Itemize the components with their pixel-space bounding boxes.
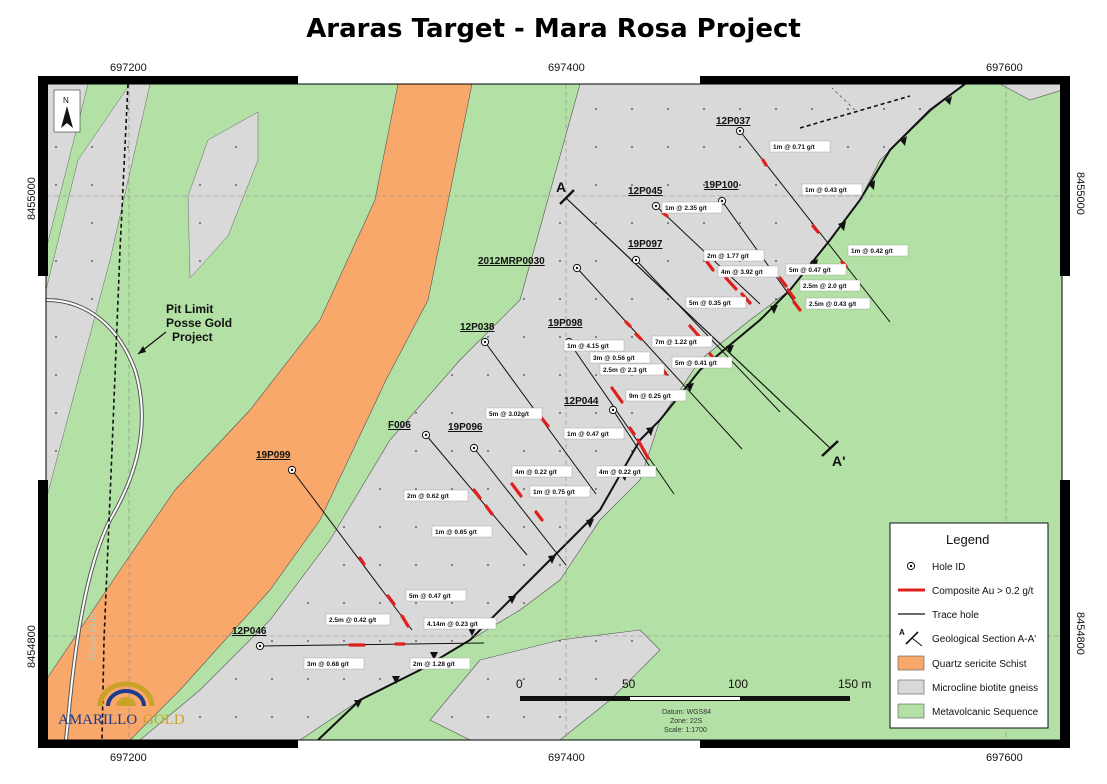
intercept-text: 1m @ 0.65 g/t bbox=[435, 529, 478, 536]
datum-text: Datum: WGS84 bbox=[662, 709, 711, 716]
north-arrow-icon bbox=[61, 106, 73, 128]
hole-label: 12P045 bbox=[628, 186, 663, 197]
section-legend-icon: A bbox=[899, 628, 923, 647]
scale-tick-0: 0 bbox=[516, 677, 523, 691]
section-end-label: A' bbox=[832, 453, 845, 469]
legend-title: Legend bbox=[946, 532, 989, 547]
intercept-text: 4m @ 3.92 g/t bbox=[721, 269, 764, 276]
grid-label-bottom-697600: 697600 bbox=[986, 752, 1023, 764]
intercept-text: 5m @ 0.47 g/t bbox=[409, 593, 452, 600]
section-start-label: A bbox=[556, 179, 566, 195]
intercept-text: 1m @ 0.71 g/t bbox=[773, 144, 816, 151]
logo-text-primary: AMARILLO bbox=[58, 712, 137, 728]
hole-label: 12P037 bbox=[716, 116, 751, 127]
intercept-text: 3m @ 0.56 g/t bbox=[593, 355, 636, 362]
intercept-text: 9m @ 0.25 g/t bbox=[629, 393, 672, 400]
intercept-text: 2.5m @ 2.0 g/t bbox=[803, 283, 847, 290]
legend-label-composite: Composite Au > 0.2 g/t bbox=[932, 586, 1034, 597]
legend-label-hole: Hole ID bbox=[932, 562, 965, 573]
pit-limit-line-2: Posse Gold bbox=[166, 316, 232, 330]
pit-limit-dashed bbox=[101, 84, 129, 740]
zone-text: Zone: 22S bbox=[670, 718, 703, 725]
intercept-text: 3m @ 0.68 g/t bbox=[307, 661, 350, 668]
hole-label: 19P099 bbox=[256, 450, 291, 461]
grid-label-top-697600: 697600 bbox=[986, 62, 1023, 74]
grid-label-bottom-697400: 697400 bbox=[548, 752, 585, 764]
legend-label-section: Geological Section A-A' bbox=[932, 634, 1036, 645]
intercept-text: 2.5m @ 0.42 g/t bbox=[329, 617, 377, 624]
intercept-text: 2m @ 0.62 g/t bbox=[407, 493, 450, 500]
section-line bbox=[565, 197, 831, 449]
legend: Legend Hole ID Composite Au > 0.2 g/t Tr… bbox=[889, 522, 1049, 729]
intercept-text: 1m @ 0.47 g/t bbox=[567, 431, 610, 438]
hole-label: 19P097 bbox=[628, 239, 663, 250]
intercept-text: 4m @ 0.22 g/t bbox=[599, 469, 642, 476]
grid-label-top-697400: 697400 bbox=[548, 62, 585, 74]
hole-label: 12P046 bbox=[232, 626, 267, 637]
hole-label: 2012MRP0030 bbox=[478, 256, 545, 267]
legend-label-schist: Quartz sericite Schist bbox=[932, 659, 1027, 670]
north-label: N bbox=[63, 96, 69, 105]
pit-limit-line-1: Pit Limit bbox=[166, 302, 213, 316]
legend-label-metavolcanic: Metavolcanic Sequence bbox=[932, 707, 1039, 718]
legend-label-gneiss: Microcline biotite gneiss bbox=[932, 683, 1038, 694]
scale-tick-50: 50 bbox=[622, 677, 636, 691]
pit-limit-line-3: Project bbox=[172, 330, 213, 344]
map-frame bbox=[45, 83, 1063, 741]
scale-tick-150: 150 m bbox=[838, 677, 871, 691]
page-title: Araras Target - Mara Rosa Project bbox=[306, 14, 801, 44]
north-arrow-box bbox=[53, 89, 81, 133]
sunrise-icon bbox=[97, 681, 155, 707]
intercept-text: 1m @ 4.15 g/t bbox=[567, 343, 610, 350]
hole-labels: 12P037 12P045 19P100 19P097 2012MRP0030 … bbox=[232, 116, 751, 637]
intercept-text: 2m @ 1.77 g/t bbox=[707, 253, 750, 260]
faded-label: Posse Gold bbox=[88, 613, 98, 660]
grid-label-bottom-697200: 697200 bbox=[110, 752, 147, 764]
logo-text-secondary: GOLD bbox=[143, 712, 185, 728]
intercept-text: 5m @ 3.02g/t bbox=[489, 411, 530, 418]
hole-label: 12P044 bbox=[564, 396, 599, 407]
hole-label: 12P038 bbox=[460, 322, 495, 333]
intercept-text: 4.14m @ 0.23 g/t bbox=[427, 621, 479, 628]
intercept-labels bbox=[303, 140, 909, 670]
hole-label: 19P096 bbox=[448, 422, 483, 433]
intercept-text: 2.5m @ 0.43 g/t bbox=[809, 301, 857, 308]
gneiss-east-lens bbox=[999, 84, 1062, 101]
company-logo: AMARILLO GOLD bbox=[58, 681, 185, 728]
schist-band bbox=[46, 84, 473, 740]
intercept-text: 2m @ 1.28 g/t bbox=[413, 661, 456, 668]
svg-text:A: A bbox=[899, 628, 905, 637]
intercept-text: 5m @ 0.47 g/t bbox=[789, 267, 832, 274]
hole-label: 19P098 bbox=[548, 318, 583, 329]
intercept-text: 5m @ 0.35 g/t bbox=[689, 300, 732, 307]
intercept-text: 7m @ 1.22 g/t bbox=[655, 339, 698, 346]
hole-label: 19P100 bbox=[704, 180, 739, 191]
dashed-contact-nw bbox=[831, 87, 856, 111]
dashed-contact-ne bbox=[799, 95, 911, 129]
intercept-text: 1m @ 2.35 g/t bbox=[665, 205, 708, 212]
map-body: Posse Gold bbox=[46, 84, 1062, 740]
intercept-text: 1m @ 0.43 g/t bbox=[805, 187, 848, 194]
schist-legend-swatch bbox=[897, 655, 925, 671]
pit-limit-label: Pit Limit Posse Gold Project bbox=[166, 302, 232, 344]
intercept-text: 4m @ 0.22 g/t bbox=[515, 469, 558, 476]
scale-bar: 0 50 100 150 m Datum: WGS84 Zone: 22S Sc… bbox=[516, 677, 871, 734]
hole-label: F006 bbox=[388, 420, 411, 431]
scale-tick-100: 100 bbox=[728, 677, 748, 691]
frame-ticks bbox=[38, 76, 1070, 748]
scale-text: Scale: 1:1700 bbox=[664, 727, 707, 734]
legend-label-trace: Trace hole bbox=[932, 610, 979, 621]
intercept-text: 5m @ 0.41 g/t bbox=[675, 360, 718, 367]
intercept-text: 1m @ 0.75 g/t bbox=[533, 489, 576, 496]
gneiss-legend-swatch bbox=[897, 679, 925, 695]
intercept-text: 2.5m @ 2.3 g/t bbox=[603, 367, 647, 374]
metavolcanic-legend-swatch bbox=[897, 703, 925, 719]
grid-label-top-697200: 697200 bbox=[110, 62, 147, 74]
intercept-text: 1m @ 0.42 g/t bbox=[851, 248, 894, 255]
